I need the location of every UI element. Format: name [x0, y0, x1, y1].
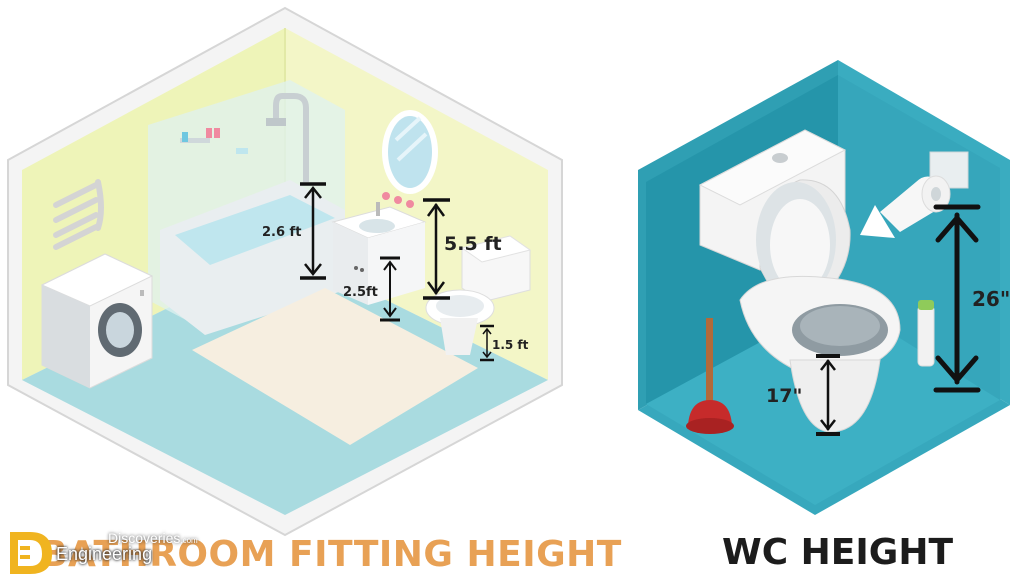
toilet-paper-holder — [860, 151, 969, 238]
mirror-height-label: 5.5 ft — [444, 233, 502, 255]
mirror-height-marker — [423, 198, 450, 300]
shower-enclosure — [148, 80, 345, 335]
washing-machine — [40, 253, 154, 389]
air-freshener — [917, 300, 935, 367]
paper-holder-height-marker — [933, 204, 981, 393]
shower-head — [266, 93, 309, 182]
sink-cabinet — [331, 202, 427, 305]
shower-height-marker — [300, 182, 326, 280]
sink-height-marker — [380, 256, 400, 322]
seat-height-marker — [816, 354, 840, 436]
engineering-discoveries-logo: Discoveries.com Engineering — [8, 526, 198, 576]
sink-height-label: 2.5ft — [343, 285, 378, 300]
wc-title: WC HEIGHT — [722, 532, 954, 573]
bathroom-title: BATHROOM FITTING HEIGHT — [40, 534, 622, 575]
paper-holder-height-label: 26" — [972, 287, 1010, 311]
toilet-height-label: 1.5 ft — [492, 338, 529, 352]
shower-height-label: 2.6 ft — [262, 225, 301, 240]
wc-toilet — [698, 129, 901, 433]
toilet-height-marker — [480, 324, 494, 362]
logo-top-text: Discoveries.com — [108, 530, 198, 546]
seat-height-label: 17" — [766, 385, 802, 407]
bath-mat — [192, 288, 478, 445]
logo-icon — [10, 532, 52, 574]
logo-bottom-text: Engineering — [56, 544, 153, 564]
towel-radiator — [53, 179, 104, 250]
plunger — [686, 318, 734, 434]
mirror — [382, 110, 438, 208]
